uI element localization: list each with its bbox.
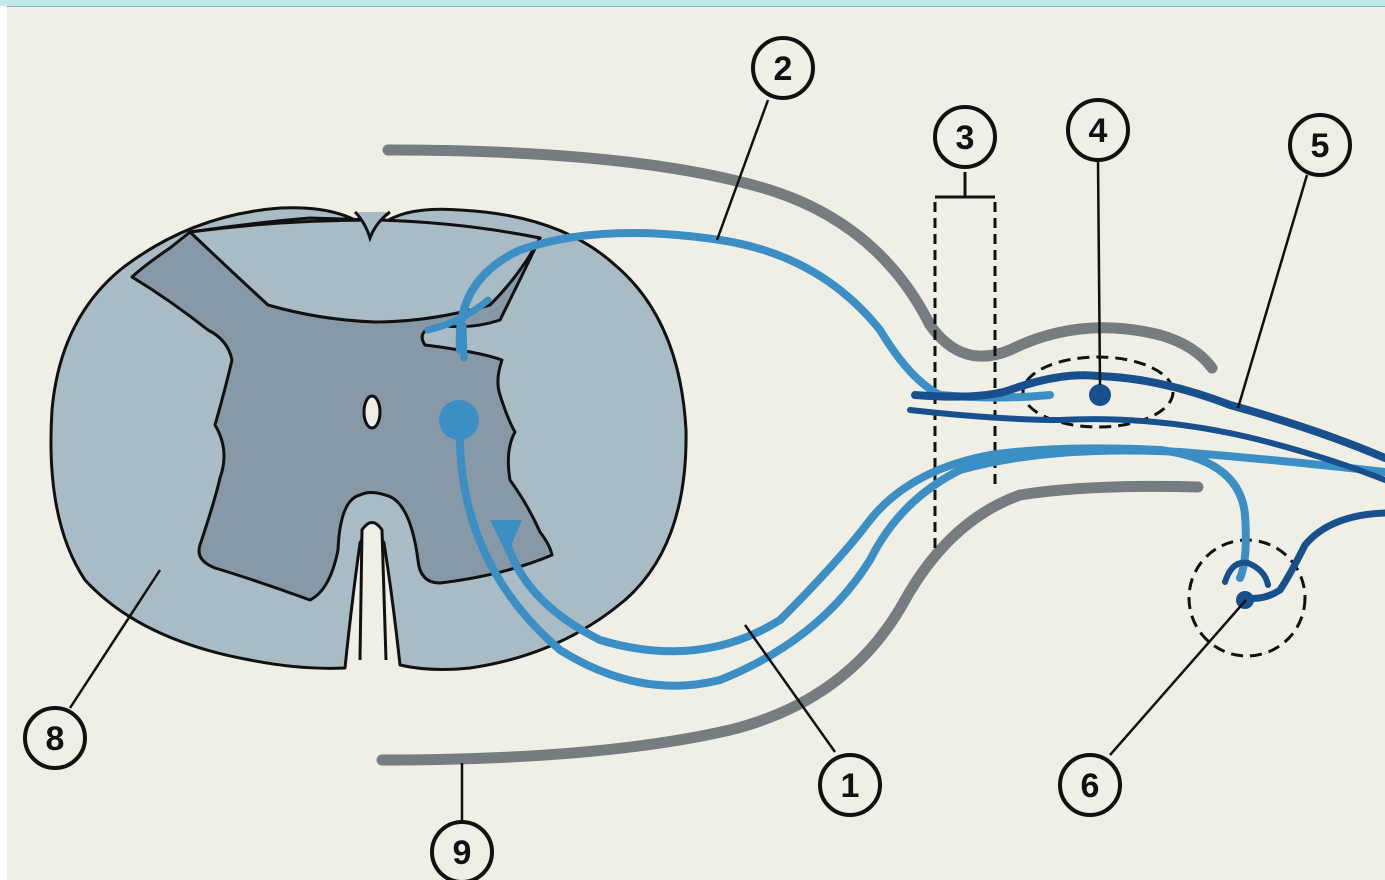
label-1-text: 1 [841,767,860,805]
label-6: 6 [1060,755,1120,815]
anterior-median-fissure [360,523,386,661]
leader-line-5 [1238,175,1307,408]
label-8-text: 8 [46,720,65,758]
dark-fiber-lower [910,410,1385,480]
label-8: 8 [25,708,85,768]
leader-line-2 [717,100,768,240]
bracket-3 [935,197,995,548]
label-5-text: 5 [1311,127,1330,165]
sensory-terminal-stem [463,325,464,358]
label-3: 3 [935,107,995,167]
central-canal [364,396,380,428]
label-2-text: 2 [774,50,793,88]
label-6-text: 6 [1081,767,1100,805]
leader-line-6 [1110,600,1246,755]
label-1: 1 [820,755,880,815]
motor-neuron-body [439,400,479,440]
leader-line-4 [1098,160,1100,385]
label-3-text: 3 [956,119,975,157]
label-5: 5 [1290,115,1350,175]
bracket-3-top [935,172,995,197]
label-9: 9 [432,822,492,880]
label-9-text: 9 [453,834,472,872]
ganglion-cell-body [1089,384,1111,406]
label-4-text: 4 [1089,112,1108,150]
label-2: 2 [753,38,813,98]
label-4: 4 [1068,100,1128,160]
